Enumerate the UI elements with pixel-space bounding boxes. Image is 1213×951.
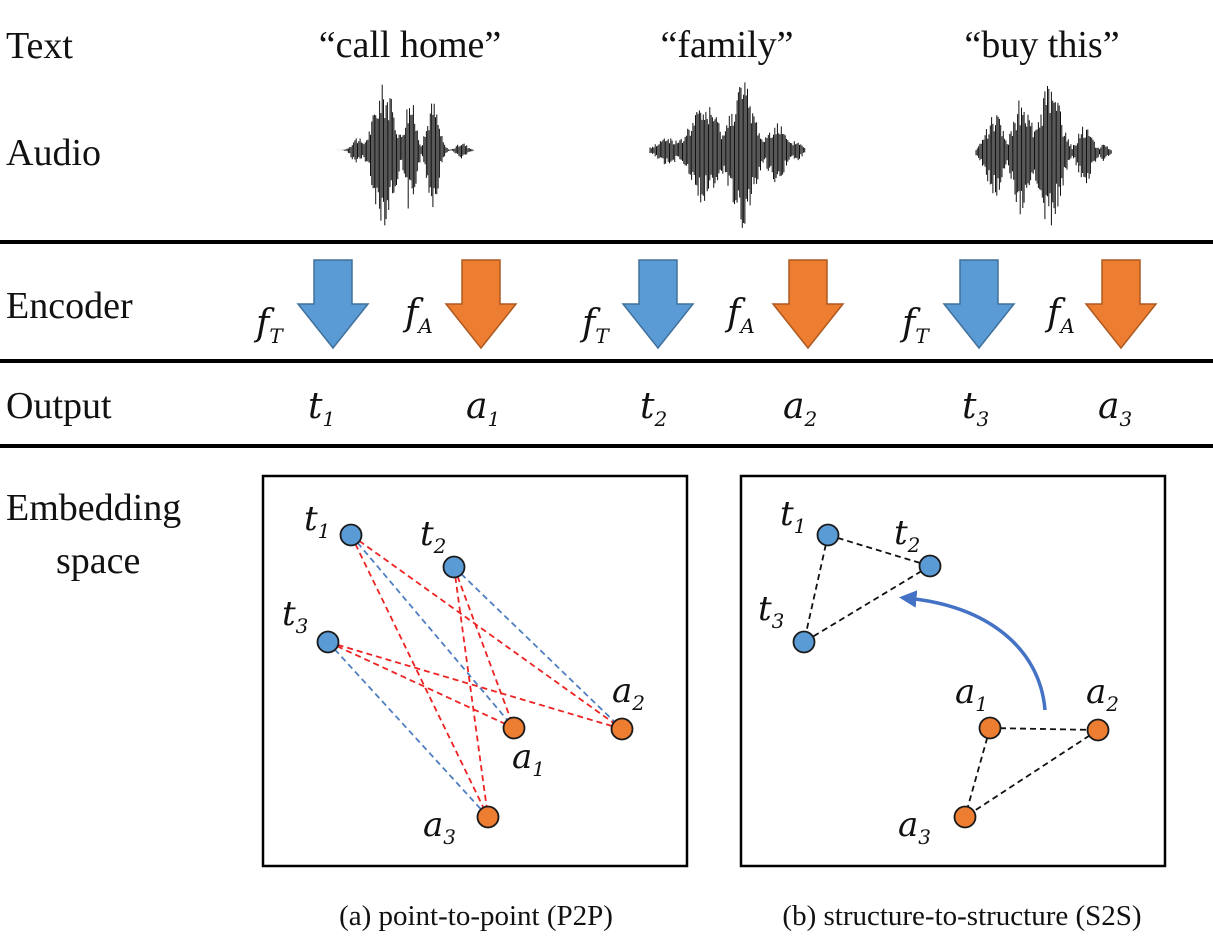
audio-encoder-arrow-1-icon (444, 259, 518, 350)
row-label-text: Text (6, 25, 73, 67)
row-label-output: Output (6, 385, 112, 427)
p2p-label-a2: a2 (612, 671, 645, 715)
waveform-buy-this-icon (975, 86, 1112, 226)
row-label-embedding: Embedding (6, 487, 181, 529)
p2p-link-t1-a2 (350, 534, 623, 730)
s2s-label-t3: t3 (758, 589, 784, 633)
panel-p2p: t1 t2 t3 a1 a2 a3 (261, 474, 689, 868)
s2s-point-a1 (978, 716, 1002, 740)
p2p-positive-links (327, 534, 623, 818)
text-encoder-arrow-3-icon (942, 259, 1016, 350)
output-a2: a2 (783, 386, 817, 431)
output-t1: t1 (308, 386, 335, 431)
p2p-label-a3: a3 (423, 805, 456, 849)
s2s-point-a3 (953, 805, 977, 829)
phrase-call-home: “call home” (319, 24, 502, 66)
output-a1: a1 (466, 386, 500, 431)
s2s-text-structure (803, 534, 931, 643)
s2s-point-t3 (792, 630, 816, 654)
s2s-audio-structure (964, 727, 1099, 818)
encoder-label-audio-3: fA (1044, 293, 1075, 338)
p2p-label-a1: a1 (512, 737, 545, 781)
s2s-label-a3: a3 (898, 805, 931, 849)
p2p-label-t1: t1 (304, 499, 330, 543)
s2s-edge-a1-a3 (964, 727, 991, 818)
output-t2: t2 (640, 386, 667, 431)
s2s-edge-t1-t3 (803, 534, 829, 643)
p2p-link-t3-a1 (327, 641, 515, 729)
p2p-link-t2-a1 (453, 566, 515, 729)
caption-p2p: (a) point-to-point (P2P) (339, 900, 613, 932)
s2s-edge-t1-t2 (827, 534, 931, 567)
s2s-alignment-arrow-icon (899, 590, 1047, 711)
p2p-point-a2 (610, 717, 634, 741)
waveform-call-home-icon (337, 84, 474, 226)
p2p-link-t2-a3 (453, 566, 489, 818)
s2s-point-t1 (816, 523, 840, 547)
s2s-point-a2 (1086, 718, 1110, 742)
p2p-label-t3: t3 (282, 594, 308, 638)
panel-p2p-frame (261, 474, 689, 868)
audio-encoder-arrow-2-icon (771, 259, 845, 350)
waveform-family-icon (649, 82, 806, 228)
p2p-point-a1 (502, 716, 526, 740)
row-label-space: space (56, 540, 140, 582)
p2p-point-t3 (316, 630, 340, 654)
s2s-label-a1: a1 (955, 672, 988, 716)
phrase-family: “family” (661, 24, 794, 66)
output-t3: t3 (962, 386, 989, 431)
encoder-label-audio-1: fA (402, 293, 433, 338)
text-encoder-arrow-2-icon (621, 259, 695, 350)
s2s-point-t2 (918, 554, 942, 578)
panel-s2s: t1 t2 t3 a1 a2 a3 (739, 474, 1167, 868)
panel-s2s-frame (739, 474, 1167, 868)
output-a3: a3 (1098, 386, 1132, 431)
phrase-buy-this: “buy this” (964, 24, 1119, 66)
encoder-label-text-2: fT (579, 303, 610, 348)
s2s-label-t2: t2 (894, 513, 920, 557)
s2s-label-t1: t1 (780, 494, 806, 538)
caption-s2s: (b) structure-to-structure (S2S) (782, 900, 1141, 932)
audio-encoder-arrow-3-icon (1084, 259, 1158, 350)
p2p-link-t2-a2 (453, 566, 623, 730)
s2s-label-a2: a2 (1086, 672, 1119, 716)
row-label-audio: Audio (6, 132, 101, 174)
encoder-label-audio-2: fA (724, 293, 755, 338)
p2p-point-t2 (442, 555, 466, 579)
p2p-link-t1-a3 (350, 534, 489, 818)
p2p-point-a3 (476, 805, 500, 829)
row-label-encoder: Encoder (6, 285, 133, 327)
s2s-edge-a2-a3 (964, 729, 1099, 818)
s2s-edge-t2-t3 (803, 565, 931, 643)
p2p-link-t3-a2 (327, 641, 623, 730)
s2s-edge-a1-a2 (989, 727, 1099, 731)
encoder-label-text-1: fT (253, 303, 284, 348)
encoder-label-text-3: fT (899, 303, 930, 348)
p2p-point-t1 (339, 523, 363, 547)
text-encoder-arrow-1-icon (296, 259, 370, 350)
p2p-label-t2: t2 (420, 514, 446, 558)
p2p-link-t1-a1 (350, 534, 515, 729)
p2p-negative-links (327, 534, 623, 818)
